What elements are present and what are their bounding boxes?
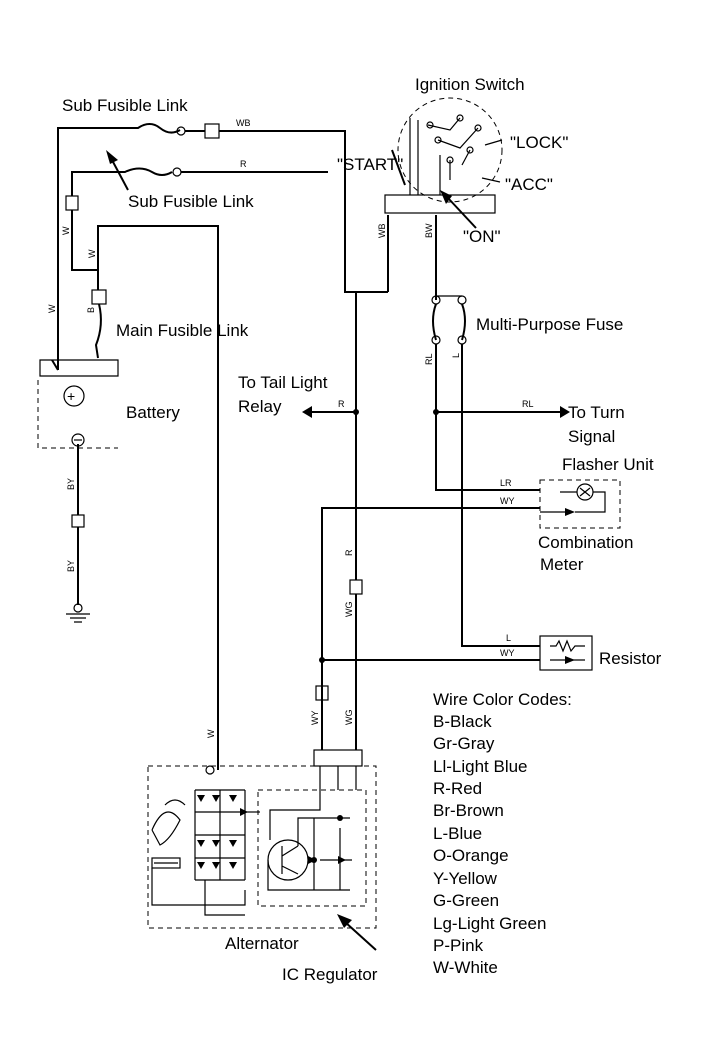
wire-rl-turn: RL: [522, 399, 534, 409]
wire-l-res: L: [506, 633, 511, 643]
label-battery: Battery: [126, 403, 180, 422]
label-start: "START": [337, 155, 403, 174]
legend-item: Lg-Light Green: [433, 914, 546, 933]
legend-item: G-Green: [433, 891, 499, 910]
sub-link-arrow: [111, 159, 129, 191]
wire-l-fuse: L: [451, 353, 461, 358]
legend-item: Y-Yellow: [433, 869, 498, 888]
wire-w-b: W: [87, 249, 97, 258]
legend-item: O-Orange: [433, 846, 509, 865]
wire-wb-top: WB: [236, 118, 251, 128]
legend-title: Wire Color Codes:: [433, 690, 572, 709]
wire-r-mid: R: [344, 549, 354, 556]
wire-by-1: BY: [66, 478, 76, 490]
battery-symbol: +: [37, 359, 119, 449]
label-on: "ON": [463, 227, 501, 246]
label-lock: "LOCK": [510, 133, 568, 152]
wire-w-alt: W: [206, 729, 216, 738]
wire-wb-switch: WB: [377, 224, 387, 239]
label-ignition-switch: Ignition Switch: [415, 75, 525, 94]
wire-lr-meter: LR: [500, 478, 512, 488]
ignition-switch: [384, 97, 503, 229]
wire-w-a: W: [61, 226, 71, 235]
legend-item: P-Pink: [433, 936, 484, 955]
wire-r-top: R: [240, 159, 247, 169]
wire-by-2: BY: [66, 560, 76, 572]
label-to-turn-2: Signal: [568, 427, 615, 446]
label-multi-purpose-fuse: Multi-Purpose Fuse: [476, 315, 623, 334]
wire-bw-switch: BW: [424, 223, 434, 238]
label-to-turn-1: To Turn: [568, 403, 625, 422]
label-alternator: Alternator: [225, 934, 299, 953]
wire-color-legend: Wire Color Codes: B-Black Gr-Gray Ll-Lig…: [433, 690, 572, 977]
wire-wg-alt: WG: [344, 710, 354, 726]
label-sub-fusible-link-2: Sub Fusible Link: [128, 192, 254, 211]
wire-wy-alt: WY: [310, 711, 320, 726]
sub-link-arrowhead: [106, 150, 118, 164]
label-sub-fusible-link-1: Sub Fusible Link: [62, 96, 188, 115]
label-resistor: Resistor: [599, 649, 662, 668]
wire-r-relay: R: [338, 399, 345, 409]
label-combination-1: Combination: [538, 533, 633, 552]
component-labels: Ignition Switch "LOCK" "START" "ACC" "ON…: [62, 75, 662, 984]
legend-item: Gr-Gray: [433, 734, 495, 753]
legend-item: W-White: [433, 958, 498, 977]
label-to-turn-3: Flasher Unit: [562, 455, 654, 474]
legend-item: B-Black: [433, 712, 492, 731]
alternator-symbol: [147, 765, 377, 951]
wire-codes: WB R W W W B WB BW RL L R RL LR WY R WG …: [47, 118, 534, 738]
legend-item: L-Blue: [433, 824, 482, 843]
label-to-tail-light-2: Relay: [238, 397, 282, 416]
legend-item: Ll-Light Blue: [433, 757, 528, 776]
resistor-symbol: [539, 635, 593, 671]
label-to-tail-light-1: To Tail Light: [238, 373, 328, 392]
legend-item: Br-Brown: [433, 801, 504, 820]
wire-rl-fuse: RL: [424, 353, 434, 365]
wire-b: B: [86, 307, 96, 313]
combination-meter-symbol: [539, 479, 621, 529]
wire-wy-meter: WY: [500, 496, 515, 506]
svg-text:+: +: [67, 388, 75, 404]
wire-wy-res: WY: [500, 648, 515, 658]
label-main-fusible-link: Main Fusible Link: [116, 321, 249, 340]
wires: [51, 123, 570, 770]
legend-item: R-Red: [433, 779, 482, 798]
wire-wg-mid: WG: [344, 602, 354, 618]
label-ic-regulator: IC Regulator: [282, 965, 378, 984]
label-acc: "ACC": [505, 175, 553, 194]
label-combination-2: Meter: [540, 555, 584, 574]
wire-w-c: W: [47, 304, 57, 313]
